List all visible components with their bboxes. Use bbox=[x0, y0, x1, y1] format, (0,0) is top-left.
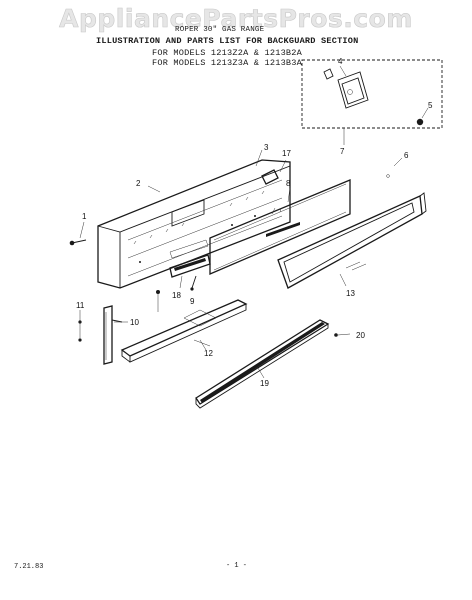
callout-17: 17 bbox=[282, 149, 291, 158]
title-models-1: FOR MODELS 1213Z2A & 1213B2A bbox=[152, 48, 302, 58]
callout-13: 13 bbox=[346, 289, 355, 298]
callout-11: 11 bbox=[76, 301, 85, 310]
part-5-nut bbox=[416, 107, 429, 126]
part-13-frame bbox=[277, 192, 427, 289]
part-8-glass-panel bbox=[209, 179, 351, 275]
callout-7: 7 bbox=[340, 147, 345, 156]
part-10-side-bracket bbox=[103, 305, 123, 365]
footer-page-number: - 1 - bbox=[226, 562, 248, 570]
detail-inset-box bbox=[301, 59, 443, 129]
part-9-screw bbox=[190, 275, 197, 291]
callout-3: 3 bbox=[264, 143, 269, 152]
part-1-screw bbox=[69, 221, 87, 246]
callout-9: 9 bbox=[190, 297, 195, 306]
panel-screw bbox=[156, 290, 160, 312]
part-17-clip bbox=[261, 169, 279, 185]
part-18-lens bbox=[169, 239, 211, 289]
watermark: AppliancePartsPros.com bbox=[59, 4, 413, 34]
callout-2: 2 bbox=[136, 179, 141, 188]
title-range: ROPER 30" GAS RANGE bbox=[175, 26, 265, 34]
callout-4: 4 bbox=[338, 57, 343, 66]
callout-18: 18 bbox=[172, 291, 181, 300]
callout-12: 12 bbox=[204, 349, 213, 358]
callout-19: 19 bbox=[260, 379, 269, 388]
title-models-2: FOR MODELS 1213Z3A & 1213B3A bbox=[152, 58, 302, 68]
callout-8: 8 bbox=[286, 179, 291, 188]
part-12-channel bbox=[120, 299, 248, 363]
title-section: ILLUSTRATION AND PARTS LIST FOR BACKGUAR… bbox=[96, 36, 359, 46]
callout-20: 20 bbox=[356, 331, 365, 340]
callout-5: 5 bbox=[428, 101, 433, 110]
part-4-bracket bbox=[323, 68, 369, 109]
callout-6: 6 bbox=[404, 151, 409, 160]
part-11-screws bbox=[78, 310, 82, 342]
leader-lines bbox=[114, 149, 347, 379]
part-20-screw bbox=[334, 333, 351, 337]
callout-10: 10 bbox=[130, 318, 139, 327]
callout-1: 1 bbox=[82, 212, 87, 221]
part-2-backguard-panel bbox=[97, 159, 291, 289]
footer-date: 7.21.83 bbox=[14, 563, 44, 571]
part-6-screw bbox=[386, 157, 403, 178]
part-19-strip bbox=[195, 319, 330, 409]
